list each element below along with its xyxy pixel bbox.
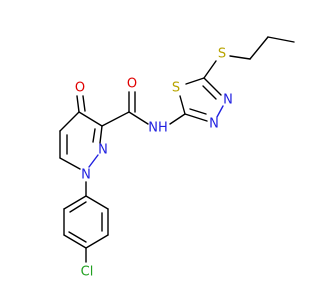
atom-thiadiazole-n3: N xyxy=(209,117,219,132)
bond-c4-o-a xyxy=(76,95,80,113)
bond-ar-4 xyxy=(63,234,87,249)
atom-chlorine: Cl xyxy=(81,265,94,280)
bond-ch2b-ch3 xyxy=(267,36,295,43)
bond-s1-c5 xyxy=(185,77,205,85)
atom-o-amide: O xyxy=(127,77,137,92)
ketone-group: O xyxy=(75,81,86,113)
atom-n2: N xyxy=(98,143,108,158)
thiadiazole-ring xyxy=(169,77,224,125)
bond-c4-o-b xyxy=(82,95,86,112)
bond-n2-n1 xyxy=(88,154,99,168)
propylthio-chain xyxy=(203,36,295,79)
chlorophenyl-ring xyxy=(63,181,109,263)
bond-camide-nh xyxy=(128,111,149,125)
atom-thioether-s: S xyxy=(218,47,226,62)
molecule-canvas: O O NH N N xyxy=(59,36,295,280)
carboxamide-group: O NH xyxy=(101,77,168,136)
molecule-structure: O O NH N N xyxy=(59,36,295,280)
bond-c3-camide xyxy=(101,111,130,127)
bond-c3-n2-b xyxy=(92,128,96,143)
bond-s-ch2a xyxy=(229,55,251,60)
atom-nh: NH xyxy=(148,121,168,136)
bond-c4-c3 xyxy=(78,111,103,127)
bond-nh-c2 xyxy=(169,113,186,125)
atom-n1: N xyxy=(81,168,91,183)
atom-thiadiazole-s: S xyxy=(172,81,180,96)
bond-c5-n4-a xyxy=(203,77,222,96)
atom-o-ketone: O xyxy=(75,81,85,96)
bond-n3-c2-a xyxy=(184,113,208,122)
bond-c5-s xyxy=(203,60,217,79)
bond-c2-s1 xyxy=(179,95,186,115)
bond-ar-3 xyxy=(85,234,109,249)
bond-n1-c6 xyxy=(59,157,81,170)
bond-ar-inner-2 xyxy=(68,231,87,243)
bond-n4-n3 xyxy=(216,105,224,118)
bond-ar-inner-3 xyxy=(69,201,87,213)
bond-c5-n4-b xyxy=(202,85,217,100)
pyridazinone-ring xyxy=(59,111,103,170)
bond-c5-c4 xyxy=(59,111,80,132)
bond-ar-6 xyxy=(63,195,87,210)
atom-thiadiazole-n4: N xyxy=(223,93,233,108)
bond-n3-c2-b xyxy=(189,108,207,115)
bond-ar-1 xyxy=(85,195,109,210)
bond-ch2a-ch2b xyxy=(249,36,269,60)
bond-c3-n2-a xyxy=(99,125,103,144)
